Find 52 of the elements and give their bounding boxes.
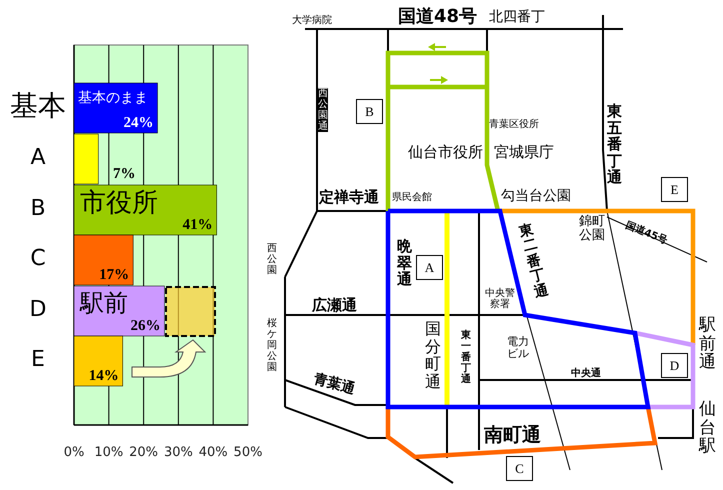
value-label: 14%: [88, 368, 119, 384]
map-label: 南町通: [484, 425, 541, 446]
map-label: 西公園: [267, 243, 277, 276]
map-label: 東五番丁通: [607, 103, 622, 186]
tick-label: 10%: [93, 446, 124, 460]
zone-marker: A: [416, 255, 443, 280]
zone-marker: E: [661, 177, 688, 202]
map-label: 仙台市役所: [408, 144, 483, 160]
tick-label: 40%: [198, 446, 229, 460]
map-label: 宮城県庁: [494, 144, 554, 160]
map-label: 東一番丁通: [461, 330, 471, 385]
zone-marker: C: [506, 456, 533, 481]
map-label: 桜ケ岡公園: [267, 318, 277, 373]
map-label: 東二番丁通: [518, 222, 550, 301]
map-label: 北四番丁: [489, 10, 545, 26]
zone-marker: D: [661, 353, 688, 378]
map-label: 電力ビル: [506, 336, 530, 360]
zone-marker: B: [356, 99, 383, 124]
map-label: 晩翠通: [397, 238, 412, 288]
value-label: 7%: [113, 166, 136, 182]
map-label: 勾当台公園: [501, 189, 571, 204]
value-label: 17%: [98, 267, 130, 284]
bar-label: 基本のまま: [78, 91, 148, 106]
category-label: D: [28, 298, 48, 322]
tick-label: 0%: [62, 446, 86, 460]
bar-label: 駅前: [80, 290, 128, 316]
map-label: 仙台駅: [699, 400, 716, 456]
map-label: 国分町通: [425, 320, 441, 390]
category-label: A: [29, 146, 47, 170]
category-label: 基本: [9, 91, 67, 122]
tick-label: 50%: [232, 446, 264, 460]
category-label: E: [30, 348, 46, 372]
category-label: C: [29, 247, 47, 272]
value-label: 24%: [122, 115, 154, 132]
map-label: 西公園通: [318, 88, 328, 132]
map-label: 定禅寺通: [319, 189, 379, 206]
map-label: 国道48号: [398, 7, 478, 27]
value-label: 41%: [182, 217, 213, 234]
bar-label: 市役所: [80, 189, 158, 218]
category-label: B: [29, 197, 47, 222]
map-label: 県民会館: [392, 192, 432, 203]
map-label: 駅前通: [699, 316, 716, 372]
tick-label: 20%: [128, 446, 160, 460]
map-label: 青葉区役所: [489, 119, 539, 130]
map-label: 中央警察署: [484, 288, 516, 310]
tick-label: 30%: [162, 446, 194, 460]
map-label: 広瀬通: [312, 297, 357, 314]
value-label: 26%: [129, 318, 160, 334]
map-label: 中央通: [571, 368, 601, 379]
map-label: 青葉通: [312, 372, 357, 398]
map-label: 大学病院: [292, 15, 332, 26]
map-label: 錦町公園: [578, 215, 606, 244]
